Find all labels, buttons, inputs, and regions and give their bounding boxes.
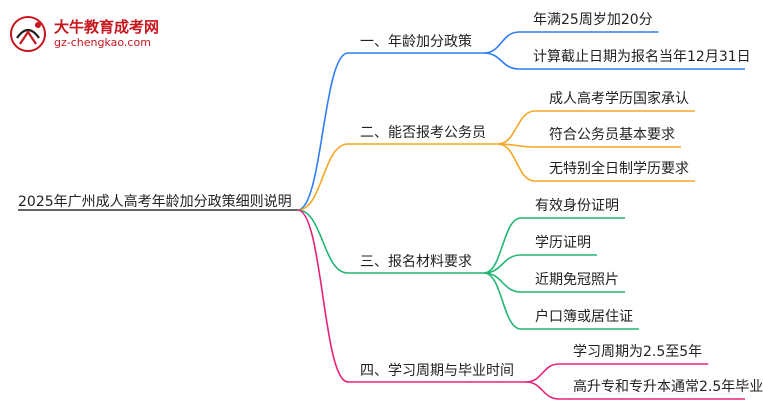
branch-4-child-2-link bbox=[525, 381, 560, 400]
branch-3-child-1-link bbox=[483, 217, 522, 274]
branch-4-label: 四、学习周期与毕业时间 bbox=[360, 363, 514, 379]
branch-3-link bbox=[297, 209, 349, 274]
branch-3-child-1: 有效身份证明 bbox=[535, 198, 619, 214]
branch-4-link bbox=[297, 209, 349, 383]
branch-2-label: 二、能否报考公务员 bbox=[360, 125, 486, 141]
branch-1-label: 一、年龄加分政策 bbox=[360, 34, 472, 50]
branch-1-child-2-link bbox=[483, 52, 520, 70]
branch-3-child-2: 学历证明 bbox=[535, 235, 591, 251]
branch-2-child-2: 符合公务员基本要求 bbox=[549, 127, 675, 143]
branch-4-child-2: 高升专和专升本通常2.5年毕业 bbox=[573, 379, 763, 395]
branch-4-child-1-link bbox=[525, 363, 560, 383]
branch-2-child-3-link bbox=[497, 143, 536, 182]
branch-1-child-2: 计算截止日期为报名当年12月31日 bbox=[533, 49, 751, 65]
branch-2-child-1: 成人高考学历国家承认 bbox=[549, 91, 689, 107]
branch-1-child-1: 年满25周岁加20分 bbox=[533, 12, 653, 28]
branch-3-child-3: 近期免冠照片 bbox=[535, 272, 619, 288]
branch-1-child-1-link bbox=[483, 31, 520, 54]
branch-3-label: 三、报名材料要求 bbox=[360, 254, 472, 270]
branch-3-child-2-link bbox=[483, 254, 522, 274]
branch-1-link bbox=[297, 52, 349, 211]
logo-title: 大牛教育成考网 bbox=[54, 18, 160, 36]
branch-2-child-1-link bbox=[497, 110, 536, 145]
branch-3-child-4-link bbox=[483, 272, 522, 330]
logo-mark-icon bbox=[10, 16, 46, 52]
root-topic: 2025年广州成人高考年龄加分政策细则说明 bbox=[18, 194, 292, 210]
branch-2-link bbox=[297, 143, 349, 211]
branch-4-child-1: 学习周期为2.5至5年 bbox=[573, 344, 703, 360]
logo-url: gz-chengkao.com bbox=[54, 36, 151, 49]
branch-3-child-4: 户口簿或居住证 bbox=[535, 309, 633, 325]
site-logo[interactable]: 大牛教育成考网 gz-chengkao.com bbox=[8, 14, 178, 54]
branch-2-child-3: 无特别全日制学历要求 bbox=[549, 161, 689, 177]
